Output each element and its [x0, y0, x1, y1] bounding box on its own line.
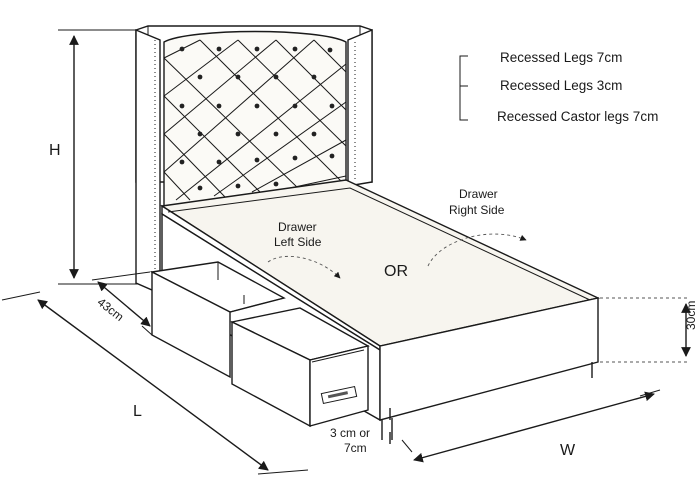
tufting-buttons	[179, 46, 335, 191]
drawer-right-label-2: Right Side	[449, 203, 505, 217]
height-dimension: H	[49, 29, 138, 285]
legend-item-2: Recessed Legs 3cm	[500, 78, 622, 93]
drawer-depth-label: 43cm	[95, 295, 127, 324]
width-label: W	[560, 442, 576, 459]
legend-item-1: Recessed Legs 7cm	[500, 50, 622, 65]
drawer-right-arrow	[427, 233, 527, 267]
height-label: H	[49, 142, 61, 159]
drawer-left-label-2: Left Side	[274, 235, 322, 249]
headboard	[135, 25, 373, 291]
drawer-right-label-1: Drawer	[459, 187, 498, 201]
leg-height-line2: 7cm	[344, 441, 367, 455]
length-dimension: L	[1, 291, 309, 475]
leg-height-dimension: 3 cm or 7cm	[330, 408, 391, 455]
drawer-left-arrow	[267, 255, 341, 279]
legend-item-3: Recessed Castor legs 7cm	[497, 109, 658, 124]
drawer-left-label-1: Drawer	[278, 220, 317, 234]
length-label: L	[133, 403, 142, 420]
width-dimension: W	[401, 389, 661, 463]
leg-height-line1: 3 cm or	[330, 426, 370, 440]
base-height-label: 30cm	[684, 301, 698, 330]
base-height-dimension: 30cm	[600, 297, 698, 363]
or-label: OR	[384, 263, 408, 280]
leg-options-legend: Recessed Legs 7cm Recessed Legs 3cm Rece…	[459, 50, 658, 124]
